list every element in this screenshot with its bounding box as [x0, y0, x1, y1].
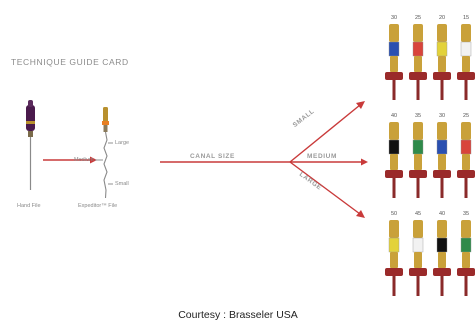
- canal-size-label: CANAL SIZE: [190, 153, 235, 160]
- file-size-number: 30: [438, 113, 446, 119]
- file-size-number: 40: [438, 211, 446, 217]
- hand-file-label: Hand File: [17, 203, 41, 209]
- rotary-file-icon: [409, 220, 427, 296]
- rotary-file-icon: [385, 220, 403, 296]
- expeditor-file-label: Expeditor™ File: [78, 203, 118, 209]
- arrow-to-expeditor: [43, 156, 97, 164]
- file-size-number: 35: [414, 113, 422, 119]
- file-size-number: 25: [462, 113, 470, 119]
- marker-large-label: Large: [115, 140, 130, 146]
- courtesy-caption: Courtesy : Brasseler USA: [178, 309, 298, 321]
- file-size-number: 20: [438, 15, 446, 21]
- branch-arrow-medium: [290, 158, 368, 166]
- marker-small-label: Small: [115, 181, 129, 187]
- file-size-number: 50: [390, 211, 398, 217]
- rotary-file-icon: [433, 220, 451, 296]
- file-size-number: 45: [414, 211, 422, 217]
- branch-arrow-small: [289, 101, 365, 163]
- file-size-grid: [385, 24, 475, 296]
- file-size-number: 35: [462, 211, 470, 217]
- rotary-file-icon: [409, 122, 427, 198]
- rotary-file-icon: [385, 122, 403, 198]
- branch-arrow-large: [289, 161, 365, 218]
- file-size-number: 25: [414, 15, 422, 21]
- rotary-file-icon: [385, 24, 403, 100]
- rotary-file-icon: [409, 24, 427, 100]
- branch-label-medium: MEDIUM: [307, 153, 337, 160]
- file-size-number: 30: [390, 15, 398, 21]
- rotary-file-icon: [457, 220, 475, 296]
- rotary-file-icon: [433, 122, 451, 198]
- expeditor-file-icon: [95, 107, 113, 199]
- page-title: TECHNIQUE GUIDE CARD: [11, 57, 129, 67]
- file-size-number: 15: [462, 15, 470, 21]
- rotary-file-icon: [457, 24, 475, 100]
- rotary-file-icon: [457, 122, 475, 198]
- file-size-number: 40: [390, 113, 398, 119]
- marker-medium-label: Medium: [74, 157, 94, 163]
- rotary-file-icon: [433, 24, 451, 100]
- hand-file-icon: [26, 100, 35, 190]
